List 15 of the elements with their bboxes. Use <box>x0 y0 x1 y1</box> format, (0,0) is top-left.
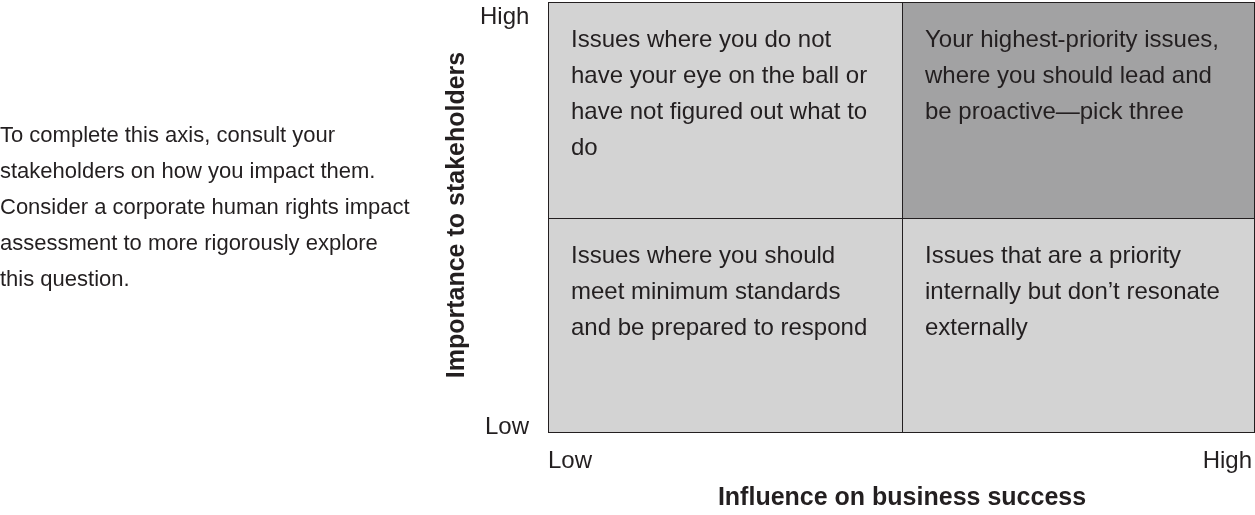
quadrant-text: Your highest-priority issues, where you should lead and be proactive—pick three <box>925 24 1220 126</box>
axis-title: Importance to stakeholders <box>440 51 470 379</box>
axis-tick-label: Low <box>485 412 530 440</box>
low-influence-high-importance-quadrant <box>548 2 903 219</box>
axis-tick-label: High <box>480 2 530 30</box>
axis-tick-label: Low <box>548 446 593 474</box>
axis-tick-label: High <box>1202 446 1252 474</box>
internal-priority-quadrant <box>902 218 1255 433</box>
quadrant-text: Issues where you should meet minimum standards and be prepared to respond <box>571 240 869 342</box>
high-priority-quadrant <box>902 2 1255 219</box>
axis-title: Influence on business success <box>717 482 1087 511</box>
note-text: To complete this axis, consult your stakeholders on how you impact them. Consider a corporate human rights impact assessment to more rigorously explore this question. <box>0 121 410 293</box>
low-priority-quadrant <box>548 218 903 433</box>
quadrant-text: Issues that are a priority internally but don’t resonate externally <box>925 240 1221 342</box>
quadrant-text: Issues where you do not have your eye on the ball or have not figured out what to do <box>571 24 869 162</box>
